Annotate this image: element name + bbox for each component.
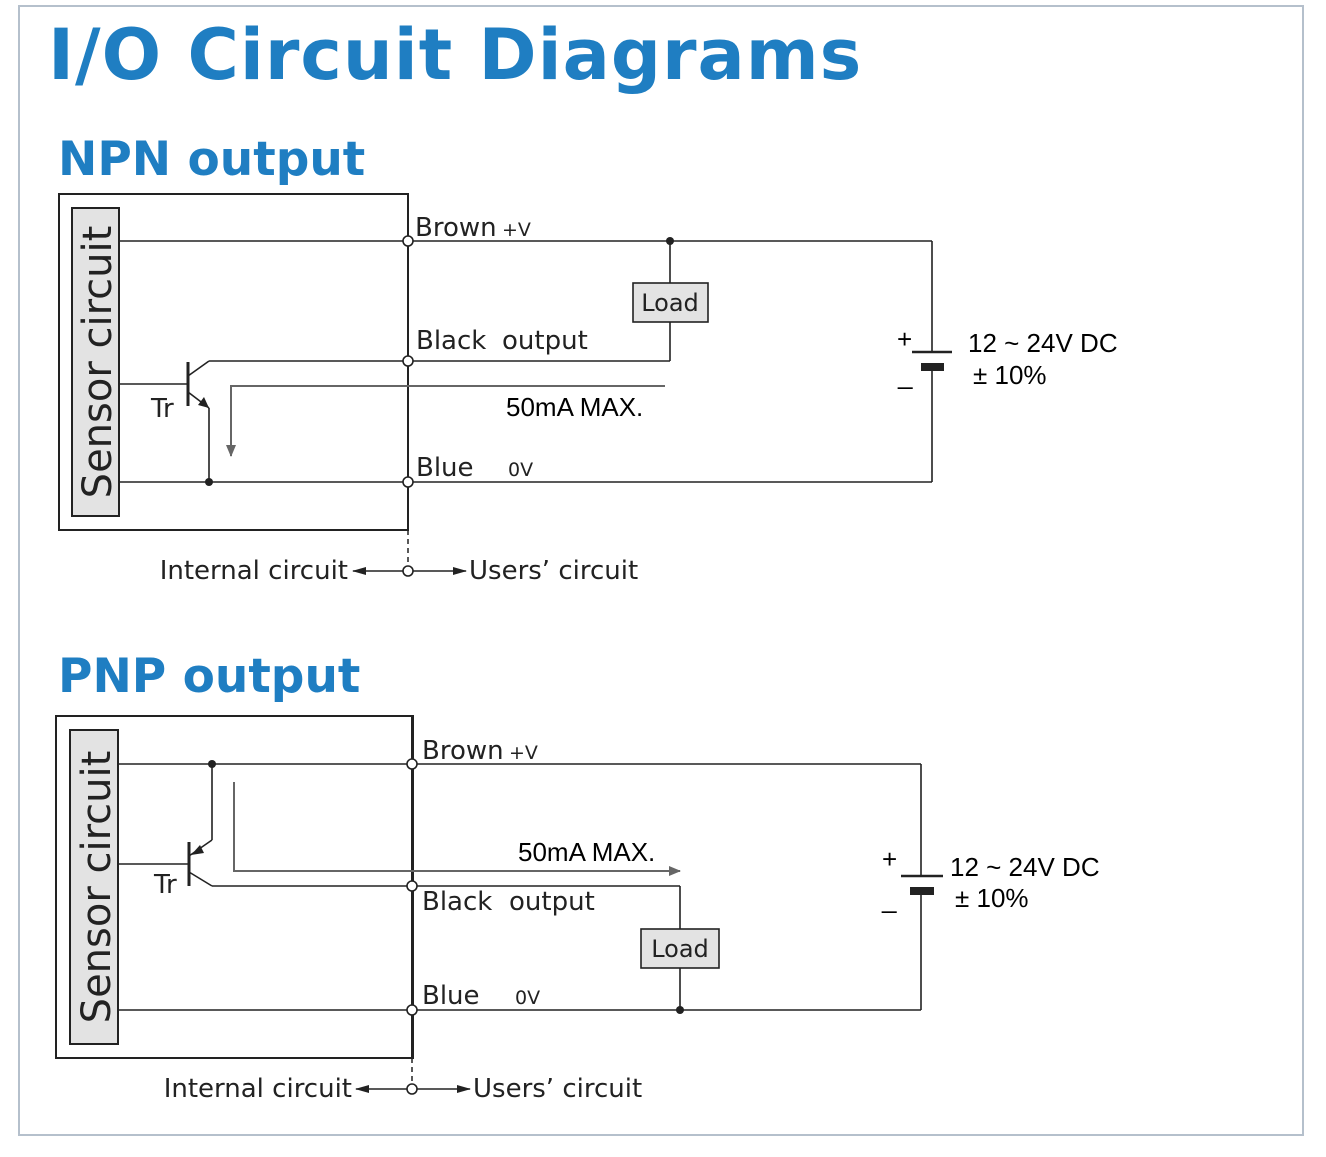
npn-supply-voltage: 12 ~ 24V DC xyxy=(968,328,1118,358)
npn-current-arrow xyxy=(226,385,665,457)
pnp-blue-label: Blue xyxy=(422,981,480,1011)
pnp-blue-voltage: 0V xyxy=(515,987,540,1009)
npn-collector xyxy=(187,360,210,377)
npn-battery-negative-plate xyxy=(921,363,944,371)
pnp-brown-voltage: +V xyxy=(509,742,538,764)
pnp-current-limit: 50mA MAX. xyxy=(518,837,655,867)
npn-supply-minus: _ xyxy=(897,360,913,390)
pnp-supply-minus: _ xyxy=(881,884,897,914)
page-title: I/O Circuit Diagrams xyxy=(48,14,863,96)
pnp-black-function: output xyxy=(509,887,595,917)
npn-black-label: Black xyxy=(416,326,486,356)
npn-brown-voltage: +V xyxy=(502,219,531,241)
npn-black-terminal xyxy=(402,355,414,367)
pnp-brown-terminal xyxy=(406,758,418,770)
npn-users-circuit-label: Users’ circuit xyxy=(469,556,638,586)
npn-black-function: output xyxy=(502,326,588,356)
pnp-supply-voltage: 12 ~ 24V DC xyxy=(950,852,1100,882)
npn-supply-tolerance: ± 10% xyxy=(973,360,1047,390)
npn-supply-plus: + xyxy=(897,324,912,354)
pnp-brown-label: Brown xyxy=(422,736,504,766)
npn-blue-label: Blue xyxy=(416,453,474,483)
npn-emitter-junction xyxy=(205,478,213,486)
pnp-emitter-junction xyxy=(208,760,216,768)
npn-boundary-marker xyxy=(402,565,414,577)
pnp-supply-plus: + xyxy=(882,844,897,874)
pnp-load-junction xyxy=(676,1006,684,1014)
npn-sensor-block xyxy=(71,207,120,517)
npn-load-label: Load xyxy=(641,289,699,317)
pnp-blue-terminal xyxy=(406,1004,418,1016)
pnp-load-label: Load xyxy=(651,935,709,963)
pnp-transistor-label: Tr xyxy=(153,870,177,900)
pnp-battery-negative-plate xyxy=(910,887,934,895)
pnp-boundary-marker xyxy=(406,1083,418,1095)
npn-internal-circuit-label: Internal circuit xyxy=(160,556,348,586)
npn-load-junction xyxy=(666,237,674,245)
pnp-users-circuit-label: Users’ circuit xyxy=(473,1074,642,1104)
npn-blue-terminal xyxy=(402,476,414,488)
pnp-black-terminal xyxy=(406,880,418,892)
npn-sensor-label: Sensor circuit xyxy=(75,226,121,499)
pnp-diagram: Sensor circuit Tr Load 50mA MAX. xyxy=(55,715,1100,1104)
pnp-internal-circuit-label: Internal circuit xyxy=(164,1074,352,1104)
npn-section-title: NPN output xyxy=(58,132,366,187)
npn-blue-voltage: 0V xyxy=(508,459,533,481)
pnp-black-label: Black xyxy=(422,887,492,917)
npn-diagram: Sensor circuit Tr Load 50mA MAX. xyxy=(58,193,1118,586)
pnp-current-arrow xyxy=(233,782,681,876)
page-frame xyxy=(18,5,1304,1136)
npn-brown-terminal xyxy=(402,235,414,247)
npn-transistor-label: Tr xyxy=(150,394,174,424)
pnp-sensor-block xyxy=(69,729,119,1045)
npn-current-limit: 50mA MAX. xyxy=(506,392,643,422)
pnp-emitter-arrow xyxy=(191,845,204,855)
pnp-load-box xyxy=(640,928,720,969)
pnp-sensor-label: Sensor circuit xyxy=(74,751,120,1024)
npn-load-box xyxy=(632,282,709,323)
npn-emitter-arrow xyxy=(198,397,209,408)
pnp-supply-tolerance: ± 10% xyxy=(955,883,1029,913)
pnp-collector xyxy=(188,871,213,887)
pnp-section-title: PNP output xyxy=(58,649,361,704)
npn-brown-label: Brown xyxy=(415,213,497,243)
